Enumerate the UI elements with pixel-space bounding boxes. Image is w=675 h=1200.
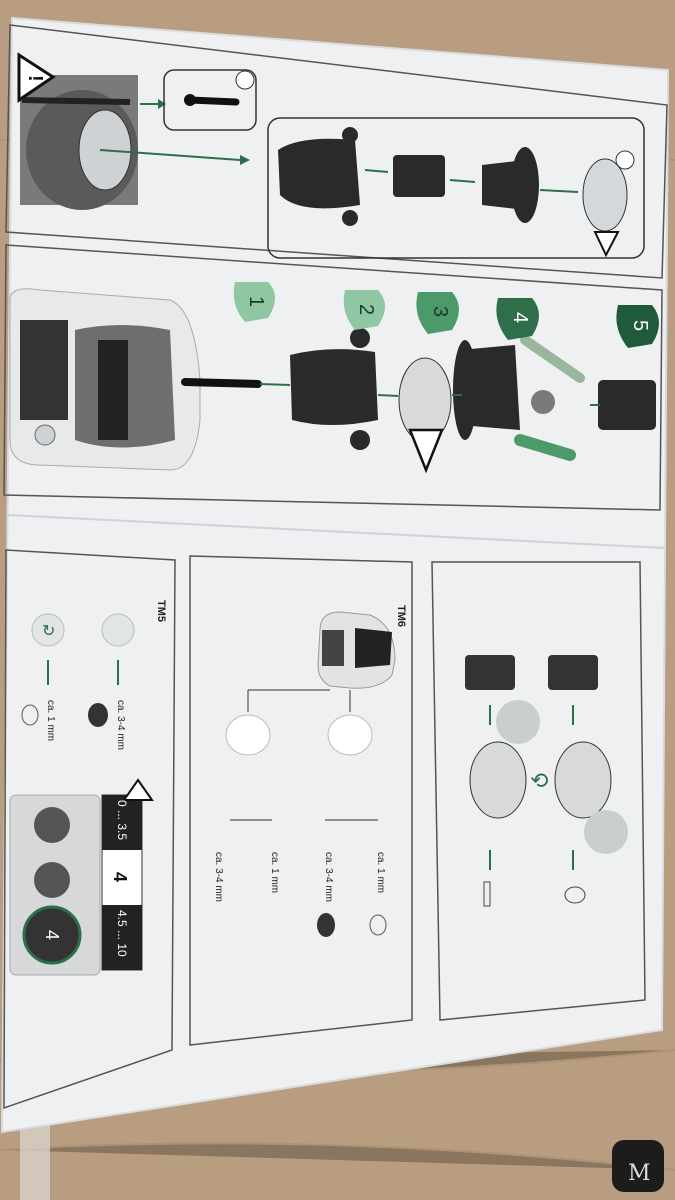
- disc-panel: ⟲: [431, 561, 646, 1021]
- tm6-size-2: ca. 3-4 mm: [323, 852, 334, 902]
- tm5-size-2: ca. 1 mm: [45, 700, 56, 741]
- tm5-size-1: ca. 3-4 mm: [115, 700, 126, 750]
- step-1: 1: [245, 296, 267, 307]
- step-4: 4: [509, 312, 531, 323]
- step-bubble-2: [343, 290, 385, 330]
- watermark-logo: M: [612, 1140, 664, 1192]
- disassembly-panel: !: [5, 24, 668, 279]
- tm5-panel: ↻: [3, 549, 176, 1110]
- tm6-size-1: ca. 1 mm: [375, 852, 386, 893]
- step-bubble-3: [416, 292, 459, 334]
- logo-letter: M: [628, 1161, 651, 1186]
- step-bubble-4: [496, 298, 539, 340]
- speed-high: 4.5 ... 10: [115, 910, 129, 957]
- assembly-panel: [3, 244, 663, 511]
- svg-text:⟲: ⟲: [530, 769, 548, 794]
- speed-dial-value: 4: [42, 930, 62, 940]
- step-2: 2: [355, 304, 377, 315]
- tm6-panel: [189, 555, 413, 1046]
- step-3: 3: [429, 306, 451, 317]
- step-bubble-1: [233, 282, 275, 322]
- svg-text:!: !: [24, 75, 46, 82]
- step-bubble-5: [616, 305, 659, 348]
- speed-ok: 4: [110, 872, 130, 882]
- tm6-size-3: ca. 1 mm: [269, 852, 280, 893]
- tm6-title: TM6: [395, 605, 407, 627]
- tm5-title: TM5: [155, 600, 167, 622]
- speed-low: 0 ... 3.5: [115, 800, 129, 840]
- svg-text:↻: ↻: [42, 623, 55, 640]
- tm6-size-4: ca. 3-4 mm: [213, 852, 224, 902]
- step-5: 5: [629, 320, 651, 331]
